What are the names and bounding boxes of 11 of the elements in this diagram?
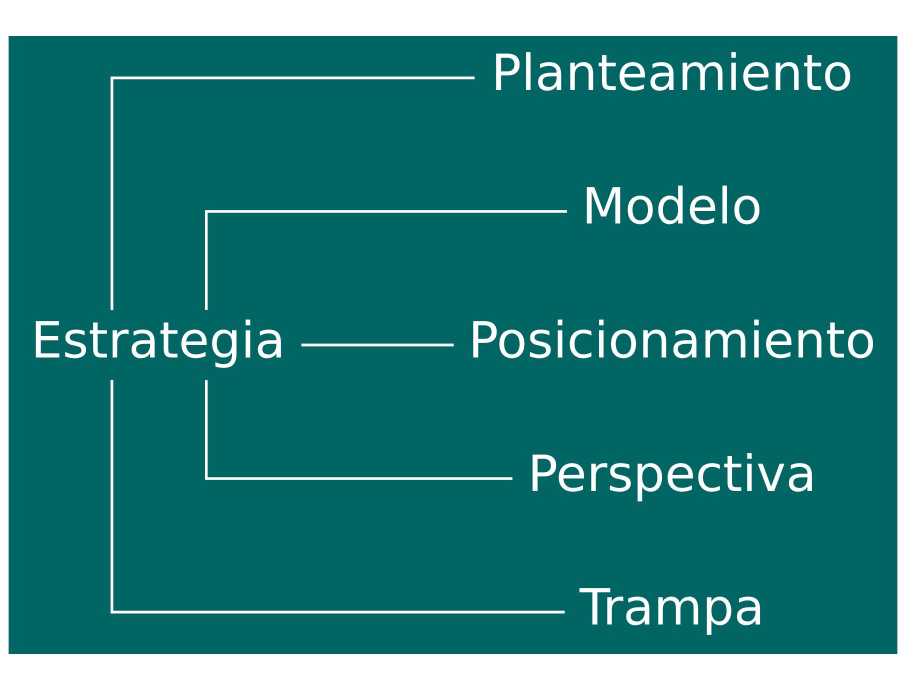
node-text: Planteamiento <box>491 44 853 102</box>
node-text: Trampa <box>580 578 765 636</box>
connector <box>301 343 454 346</box>
node-text: Estrategia <box>31 310 286 369</box>
node-text: Perspectiva <box>528 444 816 502</box>
connector <box>205 380 512 480</box>
connector <box>110 76 475 310</box>
connector <box>205 210 567 310</box>
node-text: Posicionamiento <box>468 310 876 369</box>
connector <box>110 379 565 613</box>
node-text: Modelo <box>582 177 762 236</box>
